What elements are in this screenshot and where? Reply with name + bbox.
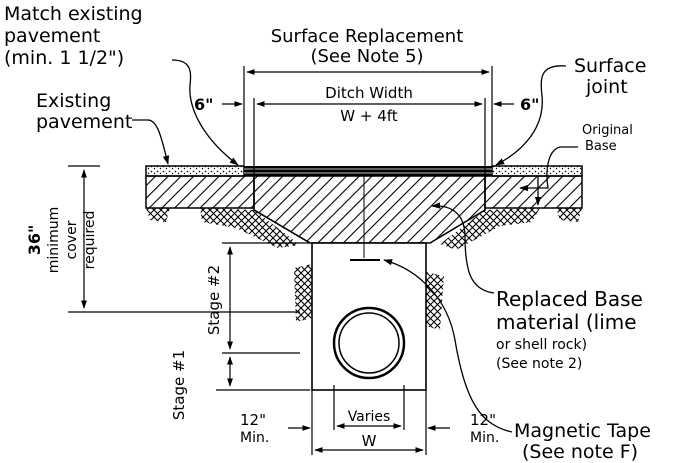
original-base-left — [145, 175, 255, 209]
six-inch-right-label: 6" — [520, 95, 539, 114]
pipe — [332, 306, 406, 380]
surface-replacement-label-2: (See Note 5) — [310, 46, 423, 67]
cover-label-2: minimum — [46, 207, 62, 273]
ditch-formula-label: W + 4ft — [340, 107, 397, 125]
stage-1-label: Stage #1 — [170, 350, 188, 420]
match-existing-label-1: Match existing — [4, 3, 143, 25]
existing-pavement-label-1: Existing — [36, 90, 111, 112]
existing-pavement-right — [491, 165, 583, 177]
replaced-base-label-2: material (lime — [496, 310, 637, 334]
twelve-left-label-1: 12" — [240, 411, 266, 429]
varies-label: Varies — [348, 409, 391, 425]
bottom-dimensions — [288, 385, 450, 455]
existing-pavement-left — [145, 165, 245, 177]
surface-replacement-dimension — [243, 66, 493, 166]
surface-joint-label-2: joint — [585, 76, 628, 98]
surface-replacement-layer — [244, 166, 492, 176]
replaced-base-label-1: Replaced Base — [496, 287, 643, 311]
stage-dimensions — [216, 242, 310, 391]
twelve-left-label-2: Min. — [240, 430, 269, 446]
w-label: W — [362, 432, 377, 450]
surface-replacement-label-1: Surface Replacement — [271, 26, 464, 47]
magnetic-tape-label-2: (See note F) — [522, 441, 638, 463]
cover-label-1: 36" — [25, 225, 44, 256]
surface-joint-label-1: Surface — [574, 55, 646, 77]
original-base-label-1: Original — [582, 123, 633, 138]
native-soil — [146, 208, 582, 330]
cover-dimension — [68, 165, 300, 313]
leader-lines — [132, 59, 578, 433]
replaced-base-label-3: or shell rock) — [496, 337, 587, 353]
magnetic-tape-label-1: Magnetic Tape — [514, 420, 651, 442]
trench — [311, 242, 427, 391]
ditch-width-label: Ditch Width — [325, 84, 413, 102]
cover-label-4: required — [82, 211, 98, 270]
twelve-right-label-2: Min. — [470, 430, 499, 446]
replaced-base-label-4: (See note 2) — [496, 356, 582, 372]
cover-label-3: cover — [64, 220, 80, 259]
labels: Match existing pavement (min. 1 1/2") Su… — [4, 3, 651, 463]
match-existing-label-2: pavement — [4, 25, 100, 47]
stage-2-label: Stage #2 — [205, 265, 223, 335]
match-existing-label-3: (min. 1 1/2") — [4, 47, 124, 69]
original-base-label-2: Base — [585, 139, 617, 154]
six-inch-left-label: 6" — [194, 95, 213, 114]
existing-pavement-label-2: pavement — [36, 111, 132, 133]
stage-1-label-group: Stage #1 — [170, 350, 188, 420]
original-base-right — [484, 175, 583, 209]
cover-label: 36" minimum cover required — [25, 207, 98, 273]
twelve-right-label-1: 12" — [470, 411, 496, 429]
stage-2-label-group: Stage #2 — [205, 265, 223, 335]
ditch-width-dimension — [253, 98, 486, 176]
